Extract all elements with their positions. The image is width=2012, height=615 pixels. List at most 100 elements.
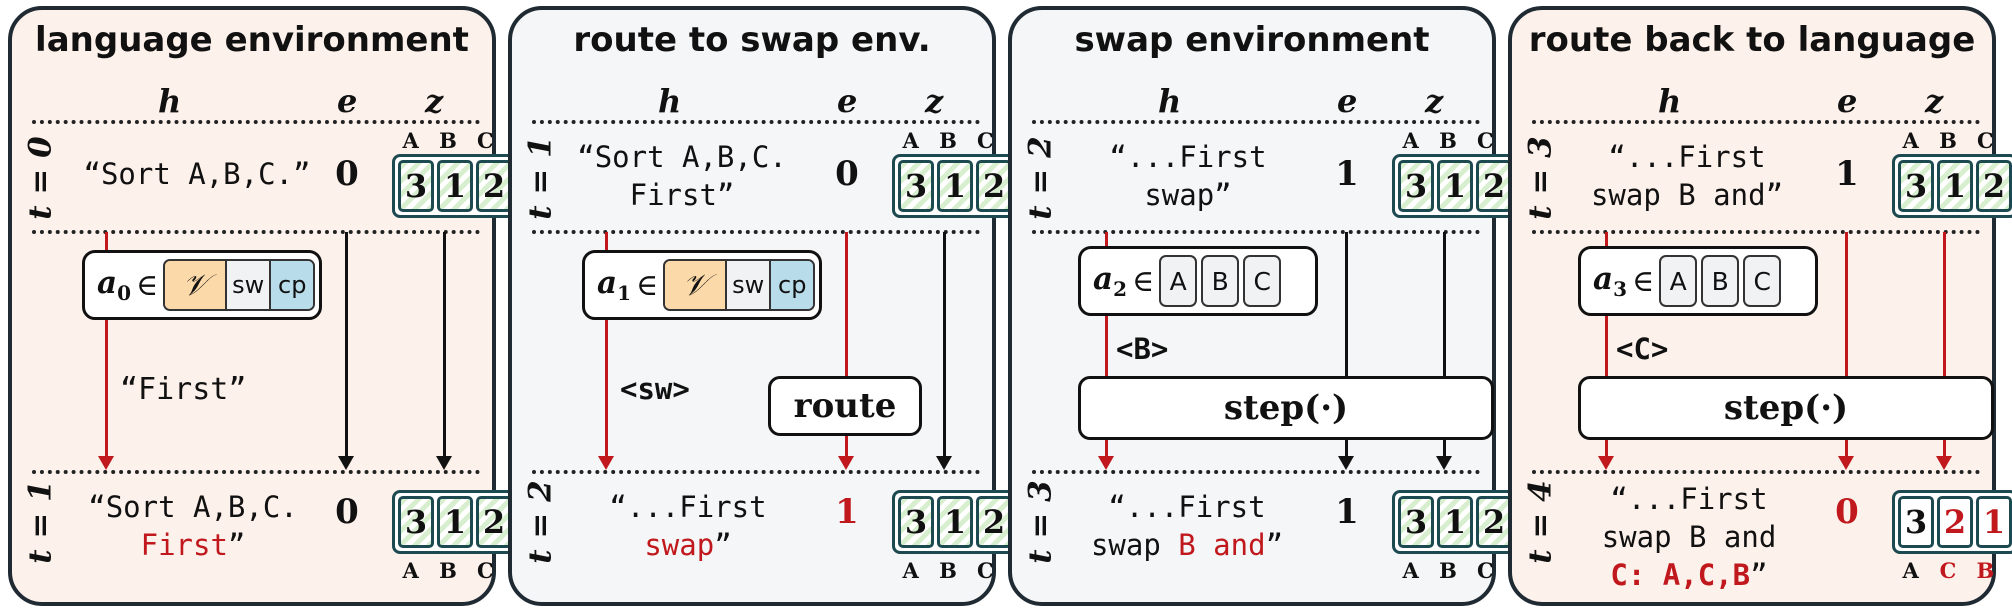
z-cell: 2 xyxy=(476,496,512,548)
separator-top xyxy=(1532,120,1980,124)
element-of-symbol: ∈ xyxy=(1132,263,1155,299)
option-c: C xyxy=(1743,255,1782,307)
panel-title: route back to language xyxy=(1528,20,1976,60)
header-e: e xyxy=(837,82,858,120)
arrow-head-h xyxy=(1098,456,1114,470)
action-space: 𝒱 sw cp xyxy=(163,259,316,311)
z-cell: 1 xyxy=(1437,160,1473,212)
flow-line-e xyxy=(1345,232,1348,460)
state-z-bottom: 3 1 2 xyxy=(1392,490,1518,554)
state-z-top: 3 1 2 xyxy=(1892,154,2012,218)
header-z: z xyxy=(925,82,944,120)
arrow-head-e xyxy=(838,456,854,470)
flow-line-z xyxy=(1943,232,1946,460)
history-top: “...First swap B and” xyxy=(1590,140,1784,212)
separator-mid xyxy=(1032,230,1480,234)
header-e: e xyxy=(1837,82,1858,120)
history-bottom: “...First swap” xyxy=(609,490,767,562)
arrow-head-e xyxy=(1838,456,1854,470)
option-a: A xyxy=(1159,255,1198,307)
arrow-head-h xyxy=(98,456,114,470)
z-cell: 2 xyxy=(976,496,1012,548)
action-label: a2 xyxy=(1093,260,1128,302)
env-value-top: 0 xyxy=(835,154,859,194)
action-box: a0 ∈ 𝒱 sw cp xyxy=(82,250,322,320)
option-vocabulary: 𝒱 xyxy=(165,261,226,309)
z-cell: 1 xyxy=(1937,160,1973,212)
action-space: A B C xyxy=(1159,255,1282,307)
z-cell: 2 xyxy=(1476,496,1512,548)
panel-language-environment: language environment h e z t = 0 “Sort A… xyxy=(8,6,518,606)
z-cell: 1 xyxy=(1437,496,1473,548)
state-z-top: 3 1 2 xyxy=(1392,154,1518,218)
z-cell: 1 xyxy=(937,160,973,212)
header-e: e xyxy=(337,82,358,120)
panel-route-back-to-language: route back to language h e z t = 3 “...F… xyxy=(1508,6,2012,606)
env-value-top: 1 xyxy=(1335,154,1359,194)
z-cell: 2 xyxy=(976,160,1012,212)
option-swap: sw xyxy=(725,261,770,309)
emitted-token: <C> xyxy=(1616,332,1669,366)
action-label: a1 xyxy=(597,264,632,306)
z-cell: 3 xyxy=(898,496,934,548)
z-cell: 2 xyxy=(1937,496,1973,548)
panel-swap-environment: swap environment h e z t = 2 “...First s… xyxy=(1008,6,1518,606)
history-bottom: “Sort A,B,C. First” xyxy=(88,490,298,562)
arrow-head-z xyxy=(1936,456,1952,470)
option-c: C xyxy=(1243,255,1282,307)
history-top: “Sort A,B,C. First” xyxy=(577,140,787,212)
arrow-head-h xyxy=(598,456,614,470)
arrow-head-z xyxy=(936,456,952,470)
z-cell: 3 xyxy=(1398,160,1434,212)
option-b: B xyxy=(1201,255,1240,307)
z-cell: 3 xyxy=(1898,496,1934,548)
flow-line-h xyxy=(605,232,608,460)
env-value-bottom: 0 xyxy=(335,492,359,532)
flow-line-e xyxy=(1845,232,1848,460)
time-label-bottom: t = 2 xyxy=(523,480,560,564)
header-z: z xyxy=(1925,82,1944,120)
z-cell: 1 xyxy=(437,496,473,548)
flow-line-z xyxy=(443,232,446,460)
history-bottom: “...First swap B and” xyxy=(1090,490,1284,562)
step-function-box: step(·) xyxy=(1078,376,1494,440)
z-cell: 2 xyxy=(1476,160,1512,212)
separator-mid xyxy=(532,230,980,234)
z-cell: 1 xyxy=(937,496,973,548)
state-z-top: 3 1 2 xyxy=(392,154,518,218)
time-label-bottom: t = 3 xyxy=(1023,480,1060,564)
panel-title: route to swap env. xyxy=(573,20,931,60)
state-z-bottom: 3 2 1 xyxy=(1892,490,2012,554)
element-of-symbol: ∈ xyxy=(136,267,159,303)
time-label-top: t = 1 xyxy=(523,136,560,220)
z-cell: 2 xyxy=(1976,160,2012,212)
time-label-bottom: t = 1 xyxy=(23,480,60,564)
action-box: a2 ∈ A B C xyxy=(1078,246,1318,316)
flow-line-h xyxy=(1105,232,1108,460)
env-value-bottom: 1 xyxy=(835,492,859,532)
emitted-token: “First” xyxy=(120,372,247,407)
action-box: a1 ∈ 𝒱 sw cp xyxy=(582,250,822,320)
header-h: h xyxy=(1658,82,1682,120)
env-value-top: 0 xyxy=(335,154,359,194)
env-value-bottom: 1 xyxy=(1335,492,1359,532)
separator-top xyxy=(1032,120,1480,124)
element-of-symbol: ∈ xyxy=(1632,263,1655,299)
separator-bottom xyxy=(532,470,980,474)
option-copy: cp xyxy=(269,261,314,309)
env-value-bottom: 0 xyxy=(1835,492,1859,532)
z-cell: 3 xyxy=(398,160,434,212)
flow-line-h xyxy=(1605,232,1608,460)
option-b: B xyxy=(1701,255,1740,307)
option-swap: sw xyxy=(225,261,270,309)
separator-top xyxy=(32,120,480,124)
action-label: a0 xyxy=(97,264,132,306)
separator-top xyxy=(532,120,980,124)
action-space: A B C xyxy=(1659,255,1782,307)
arrow-head-z xyxy=(436,456,452,470)
